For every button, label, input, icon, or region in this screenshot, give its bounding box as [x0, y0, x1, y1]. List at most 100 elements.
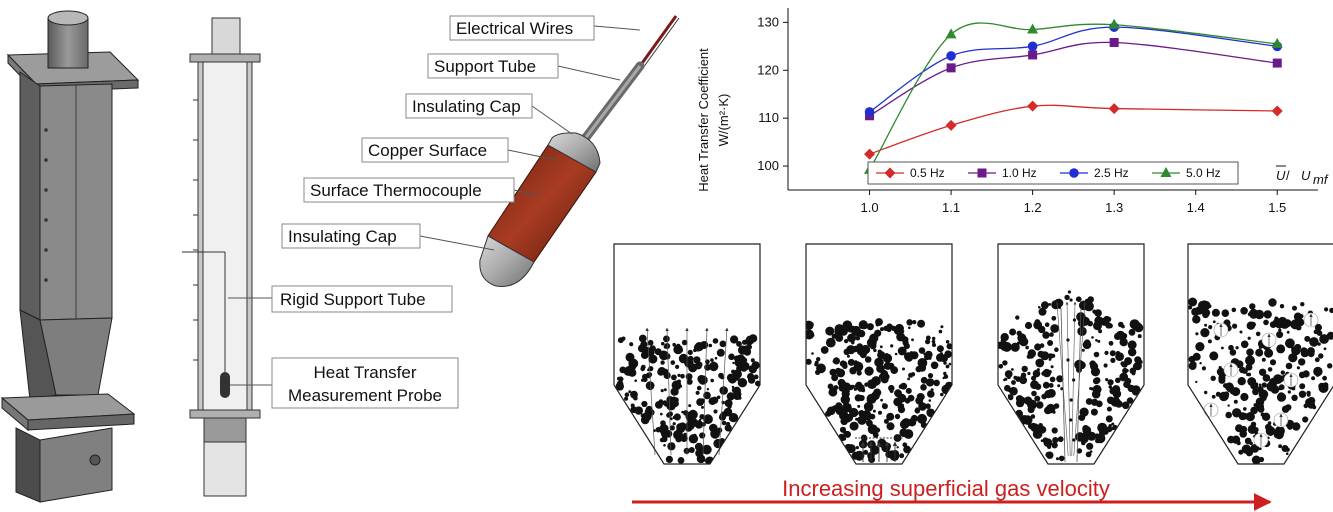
bed-particle	[1298, 390, 1307, 398]
bed-particle	[642, 411, 652, 421]
bed-vessel-outline	[613, 243, 761, 465]
insulating-cap-bottom-label: Insulating Cap	[288, 227, 397, 246]
bed-particle	[864, 413, 872, 421]
bed-particle	[936, 345, 944, 353]
chart-point	[1027, 100, 1039, 112]
bed-particle	[897, 405, 902, 410]
bed-particle	[728, 415, 736, 422]
bed-particle	[1127, 340, 1137, 350]
bed-particle	[1263, 319, 1269, 326]
bed-particle	[1042, 368, 1052, 378]
bed-particle	[660, 389, 664, 393]
bed-particle	[704, 364, 711, 371]
bed-particle	[1021, 365, 1028, 373]
bed-particle	[1272, 318, 1283, 328]
bed-particle	[1204, 390, 1208, 395]
bed-particle	[728, 374, 737, 384]
bed-particle	[1255, 382, 1259, 386]
bed-particle	[732, 361, 735, 365]
fluidized-bed-panels	[613, 243, 1333, 465]
bed-particle	[1314, 369, 1322, 376]
chart-point	[977, 168, 987, 178]
bed-particle	[1192, 315, 1201, 324]
bed-particle	[670, 387, 679, 396]
bed-particle	[1057, 384, 1061, 388]
bed-particle	[678, 353, 689, 364]
bed-particle	[1192, 352, 1201, 361]
bed-particle	[634, 406, 643, 415]
bed-particle	[1195, 380, 1198, 384]
bed-particle	[1327, 363, 1333, 369]
bed-particle	[1095, 400, 1103, 408]
chart-xlabel-sub-base: U	[1301, 168, 1311, 183]
bed-particle	[1314, 357, 1320, 363]
bed-particle	[1134, 356, 1142, 364]
bed-particle	[1093, 351, 1100, 358]
bed-particle	[900, 382, 908, 390]
bed-particle	[716, 427, 723, 433]
bed-particle	[660, 412, 663, 416]
bed-particle	[907, 377, 910, 381]
bed-particle	[924, 350, 933, 359]
bed-particle	[624, 396, 629, 401]
bed-particle	[1204, 323, 1208, 327]
bed-particle	[931, 339, 936, 344]
bed-particle	[1227, 435, 1235, 444]
surface-thermocouple-label: Surface Thermocouple	[310, 181, 482, 200]
chart-point	[1027, 41, 1038, 52]
bed-particle	[647, 339, 654, 346]
heat-transfer-probe-label-line1: Heat Transfer	[314, 363, 417, 382]
bed-particles	[806, 318, 952, 463]
bed-particle	[742, 339, 747, 345]
bed-particle	[640, 351, 649, 359]
bed-particle	[1307, 400, 1316, 409]
bed-particle	[854, 394, 862, 402]
bed-particle	[886, 422, 895, 431]
bed-particle	[634, 379, 637, 383]
bed-particle	[900, 326, 904, 330]
bed-particle	[867, 440, 876, 449]
bed-particle	[1045, 451, 1052, 458]
bed-particle	[847, 358, 855, 366]
bed-particle	[1058, 305, 1062, 309]
bed-particle	[1243, 407, 1247, 411]
bed-particle	[1209, 351, 1219, 361]
bed-particle	[669, 425, 675, 431]
bed-particle	[1050, 365, 1054, 369]
bed-particle	[748, 334, 758, 343]
bed-particle	[1191, 307, 1200, 316]
bed-particle	[1009, 328, 1017, 336]
bed-particle	[713, 438, 723, 449]
chart-point	[1108, 103, 1120, 115]
bed-particle	[719, 340, 727, 348]
bed-particle	[1086, 442, 1094, 450]
bed-particle	[878, 410, 882, 415]
bed-particle	[1004, 377, 1008, 381]
bed-particle	[1246, 321, 1256, 330]
bed-particle	[1207, 339, 1212, 344]
bed-particle	[1279, 304, 1285, 309]
bed-particle	[1247, 312, 1252, 317]
bed-particle	[753, 374, 759, 380]
bed-particle	[1007, 394, 1012, 398]
bed-particle	[696, 385, 702, 391]
bed-particle	[714, 356, 718, 360]
bed-particle	[1254, 309, 1265, 320]
bed-particle	[661, 436, 668, 443]
bed-particle	[1019, 376, 1028, 385]
bed-particle	[1323, 347, 1327, 351]
bed-particle	[726, 421, 731, 427]
chart-xtick-label: 1.2	[1024, 200, 1042, 215]
bed-particle	[663, 335, 670, 343]
bed-particle	[1038, 325, 1046, 334]
bed-particle	[867, 424, 878, 435]
bed-particle	[841, 330, 845, 333]
bed-particle	[936, 353, 945, 362]
bed-particle	[1258, 368, 1267, 376]
bed-particle	[1025, 345, 1029, 350]
bed-particle	[708, 343, 713, 348]
bed-particle	[1044, 322, 1050, 328]
bed-particle	[1106, 396, 1115, 405]
bed-particle	[1034, 383, 1042, 390]
bed-particle	[932, 336, 936, 341]
